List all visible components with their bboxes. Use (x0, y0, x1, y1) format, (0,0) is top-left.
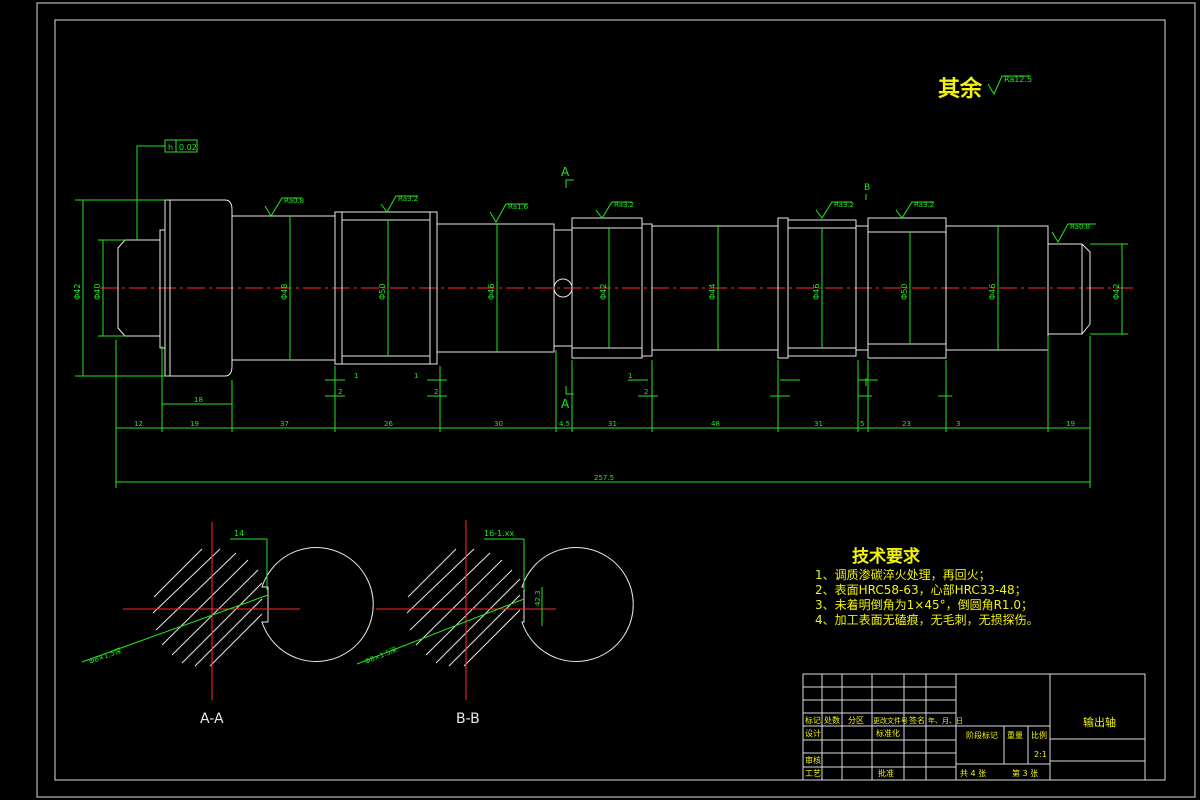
gap-2: 2 (338, 388, 342, 396)
tb-count: 处数 (824, 715, 840, 725)
length-l10: 5 (860, 420, 864, 428)
tb-date: 年、月、日 (928, 716, 963, 725)
section-marker-a-bottom: A (561, 397, 570, 411)
tolerance-frame (136, 139, 198, 240)
dia-label-10: Φ46 (988, 284, 997, 300)
tb-scale-label: 比例 (1031, 730, 1047, 740)
section-marker-a-top: A (561, 165, 570, 179)
tb-standard: 标准化 (876, 728, 900, 738)
tb-weight: 重量 (1007, 730, 1023, 740)
dia-label-5: Φ46 (487, 284, 496, 300)
remainder-roughness-value: Ra12.5 (1004, 75, 1032, 84)
gap-1: 1 (354, 372, 358, 380)
length-l6: 4.5 (559, 420, 570, 428)
dia-label-4: Φ50 (378, 284, 387, 300)
tb-signature: 签名 (909, 715, 925, 725)
section-bb-width: 16-1.xx (484, 529, 514, 538)
section-marker-b-top: B (864, 183, 870, 193)
length-l3: 37 (280, 420, 289, 428)
tech-req-item-1: 1、调质渗碳淬火处理，再回火； (815, 567, 991, 582)
section-marker-lines (565, 179, 867, 395)
length-total: 257.5 (594, 474, 614, 482)
dia-label-6: Φ42 (599, 284, 608, 300)
roughness-label-6: Ra3.2 (914, 201, 934, 209)
tb-process: 工艺 (805, 769, 821, 778)
tb-sheets-total: 共 4 张 (960, 769, 986, 778)
tb-mark: 标记 (805, 715, 821, 725)
tolerance-symbol: h (168, 143, 173, 152)
length-l1: 12 (134, 420, 143, 428)
tb-designer: 设计 (805, 728, 821, 738)
tolerance-value: 0.02 (179, 143, 197, 152)
roughness-label-4: Ra3.2 (614, 201, 634, 209)
title-block (802, 673, 1146, 781)
tb-part-name: 输出轴 (1083, 715, 1116, 729)
gap-3: 1 (414, 372, 418, 380)
tb-zone: 分区 (848, 716, 864, 725)
outer-frame (36, 2, 1196, 798)
dia-label-11: Φ42 (1112, 284, 1121, 300)
dia-label-8: Φ46 (812, 284, 821, 300)
length-l9: 31 (814, 420, 823, 428)
tb-stage: 阶段标记 (966, 730, 998, 740)
gap-5: 1 (628, 372, 632, 380)
remainder-label: 其余 (938, 76, 983, 102)
roughness-symbols (264, 195, 1096, 243)
dia-label-1: Φ42 (73, 284, 82, 300)
gap-6: 2 (644, 388, 648, 396)
length-l4: 26 (384, 420, 393, 428)
section-aa-outline (261, 547, 374, 662)
inner-frame (54, 19, 1166, 781)
tech-req-item-4: 4、加工表面无磕痕，无毛刺，无损探伤。 (815, 612, 1039, 627)
roughness-label-7: Ra0.8 (1070, 223, 1090, 231)
gap-4: 2 (434, 388, 438, 396)
dia-label-9: Φ50 (900, 284, 909, 300)
section-bb: 16-1.xx 42.3 Φ8×1.5深 B-B (356, 520, 634, 727)
roughness-label-2: Ra3.2 (398, 195, 418, 203)
section-aa-width: 14 (234, 529, 244, 538)
length-l2: 19 (190, 420, 199, 428)
tech-req-item-2: 2、表面HRC58-63，心部HRC33-48； (815, 582, 1027, 597)
section-aa: 14 Φ8×1.5深 A-A (81, 522, 374, 727)
dia-label-7: Φ44 (708, 284, 717, 300)
section-bb-depth: 42.3 (534, 590, 542, 606)
tb-sheet-no: 第 3 张 (1012, 768, 1038, 778)
length-l7: 31 (608, 420, 617, 428)
tech-req-title: 技术要求 (852, 546, 920, 567)
tb-approve: 批准 (878, 768, 894, 778)
roughness-label-5: Ra3.2 (834, 201, 854, 209)
length-l5: 30 (494, 420, 503, 428)
length-labels: 12 19 37 26 30 4.5 31 48 31 5 23 3 19 18… (134, 372, 1075, 482)
tb-change-doc: 更改文件号 (873, 716, 908, 725)
diameter-dimension-lines (75, 199, 1128, 377)
section-bb-label: B-B (456, 711, 480, 727)
length-l13: 19 (1066, 420, 1075, 428)
section-bb-outline (521, 547, 634, 662)
tb-reviewer: 审核 (805, 755, 821, 765)
tb-scale: 2:1 (1034, 750, 1047, 759)
dia-label-3: Φ48 (280, 284, 289, 300)
length-l11: 23 (902, 420, 911, 428)
shaft-outline (117, 199, 1091, 377)
diameter-labels: Φ42 Φ40 Φ48 Φ50 Φ46 Φ42 Φ44 Φ46 Φ50 Φ46 … (73, 284, 1121, 300)
length-l12: 3 (956, 420, 960, 428)
section-aa-label: A-A (200, 711, 224, 727)
length-dimension-lines (115, 336, 1091, 488)
length-l8: 48 (711, 420, 720, 428)
tech-req-item-3: 3、未着明倒角为1×45°，倒圆角R1.0； (815, 597, 1033, 612)
remainder-roughness-symbol (987, 75, 1030, 96)
dia-label-2: Φ40 (93, 284, 102, 300)
roughness-label-3: Ra1.6 (508, 203, 529, 211)
length-key: 18 (194, 396, 203, 404)
roughness-label-1: Ra0.8 (284, 197, 304, 205)
section-aa-chamfer: Φ8×1.5深 (88, 646, 123, 666)
section-bb-chamfer: Φ8×1.5深 (363, 645, 398, 666)
